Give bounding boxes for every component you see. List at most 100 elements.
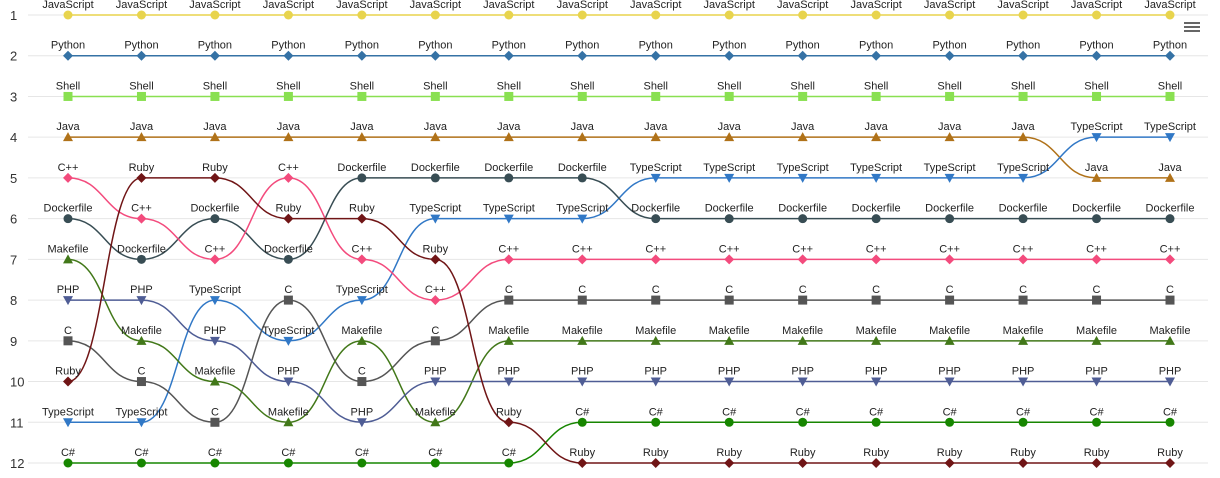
data-point[interactable] bbox=[430, 50, 441, 61]
data-point[interactable] bbox=[650, 254, 661, 265]
data-point[interactable] bbox=[1165, 50, 1175, 61]
data-point[interactable] bbox=[1091, 172, 1102, 182]
data-point[interactable] bbox=[356, 213, 367, 224]
data-point[interactable] bbox=[136, 213, 147, 224]
data-point[interactable] bbox=[871, 417, 881, 427]
data-point[interactable] bbox=[724, 10, 734, 20]
data-point[interactable] bbox=[651, 295, 661, 305]
data-point[interactable] bbox=[210, 91, 220, 101]
data-point[interactable] bbox=[577, 458, 588, 468]
data-point[interactable] bbox=[650, 458, 661, 468]
data-point[interactable] bbox=[1091, 335, 1102, 345]
data-point[interactable] bbox=[356, 254, 367, 265]
data-point[interactable] bbox=[1018, 132, 1029, 142]
data-point[interactable] bbox=[430, 417, 441, 427]
data-point[interactable] bbox=[1018, 10, 1028, 20]
data-point[interactable] bbox=[798, 214, 808, 224]
data-point[interactable] bbox=[577, 173, 587, 183]
data-point[interactable] bbox=[577, 254, 588, 265]
data-point[interactable] bbox=[945, 10, 955, 20]
data-point[interactable] bbox=[724, 377, 735, 387]
data-point[interactable] bbox=[136, 377, 146, 387]
data-point[interactable] bbox=[209, 172, 220, 183]
data-point[interactable] bbox=[63, 132, 73, 142]
data-point[interactable] bbox=[945, 295, 955, 305]
data-point[interactable] bbox=[430, 377, 441, 387]
data-point[interactable] bbox=[577, 377, 588, 387]
data-point[interactable] bbox=[503, 254, 514, 265]
data-point[interactable] bbox=[283, 50, 294, 61]
data-point[interactable] bbox=[944, 458, 955, 468]
data-point[interactable] bbox=[209, 254, 220, 265]
data-point[interactable] bbox=[503, 132, 514, 142]
data-point[interactable] bbox=[1018, 377, 1029, 387]
data-point[interactable] bbox=[1018, 458, 1029, 468]
data-point[interactable] bbox=[797, 132, 808, 142]
data-point[interactable] bbox=[283, 377, 294, 387]
data-point[interactable] bbox=[651, 10, 661, 20]
data-point[interactable] bbox=[724, 254, 735, 265]
data-point[interactable] bbox=[724, 173, 735, 183]
chart-menu-icon[interactable] bbox=[1184, 20, 1200, 34]
data-point[interactable] bbox=[797, 335, 808, 345]
data-point[interactable] bbox=[1091, 254, 1102, 265]
data-point[interactable] bbox=[1091, 133, 1102, 143]
data-point[interactable] bbox=[283, 336, 294, 346]
data-point[interactable] bbox=[871, 10, 881, 20]
data-point[interactable] bbox=[357, 458, 367, 468]
data-point[interactable] bbox=[797, 50, 808, 61]
data-point[interactable] bbox=[63, 214, 73, 224]
data-point[interactable] bbox=[283, 254, 293, 264]
data-point[interactable] bbox=[724, 132, 735, 142]
data-point[interactable] bbox=[577, 50, 588, 61]
data-point[interactable] bbox=[1165, 133, 1175, 143]
data-point[interactable] bbox=[1018, 214, 1028, 224]
data-point[interactable] bbox=[797, 173, 808, 183]
data-point[interactable] bbox=[430, 173, 440, 183]
data-point[interactable] bbox=[63, 50, 73, 61]
data-point[interactable] bbox=[797, 458, 808, 468]
data-point[interactable] bbox=[504, 91, 514, 101]
data-point[interactable] bbox=[430, 91, 440, 101]
data-point[interactable] bbox=[1165, 172, 1175, 182]
data-point[interactable] bbox=[724, 295, 734, 305]
data-point[interactable] bbox=[283, 417, 294, 427]
data-point[interactable] bbox=[136, 50, 147, 61]
data-point[interactable] bbox=[577, 91, 587, 101]
data-point[interactable] bbox=[871, 214, 881, 224]
data-point[interactable] bbox=[356, 418, 367, 428]
data-point[interactable] bbox=[651, 91, 661, 101]
data-point[interactable] bbox=[430, 254, 441, 265]
data-point[interactable] bbox=[944, 254, 955, 265]
data-point[interactable] bbox=[136, 132, 147, 142]
data-point[interactable] bbox=[1018, 335, 1029, 345]
data-point[interactable] bbox=[724, 214, 734, 224]
data-point[interactable] bbox=[430, 295, 441, 306]
data-point[interactable] bbox=[650, 335, 661, 345]
data-point[interactable] bbox=[504, 10, 514, 20]
data-point[interactable] bbox=[63, 172, 73, 183]
data-point[interactable] bbox=[798, 295, 808, 305]
data-point[interactable] bbox=[209, 132, 220, 142]
data-point[interactable] bbox=[356, 132, 367, 142]
data-point[interactable] bbox=[430, 10, 440, 20]
data-point[interactable] bbox=[430, 214, 441, 224]
data-point[interactable] bbox=[136, 254, 146, 264]
data-point[interactable] bbox=[650, 50, 661, 61]
data-point[interactable] bbox=[1018, 417, 1028, 427]
data-point[interactable] bbox=[136, 418, 147, 428]
data-point[interactable] bbox=[577, 132, 588, 142]
data-point[interactable] bbox=[724, 458, 735, 468]
data-point[interactable] bbox=[503, 335, 514, 345]
data-point[interactable] bbox=[1165, 458, 1175, 468]
data-point[interactable] bbox=[1165, 214, 1175, 224]
data-point[interactable] bbox=[503, 214, 514, 224]
data-point[interactable] bbox=[871, 50, 882, 61]
data-point[interactable] bbox=[283, 10, 293, 20]
data-point[interactable] bbox=[871, 91, 881, 101]
data-point[interactable] bbox=[63, 458, 73, 468]
data-point[interactable] bbox=[871, 295, 881, 305]
data-point[interactable] bbox=[797, 254, 808, 265]
data-point[interactable] bbox=[944, 377, 955, 387]
data-point[interactable] bbox=[63, 376, 73, 387]
